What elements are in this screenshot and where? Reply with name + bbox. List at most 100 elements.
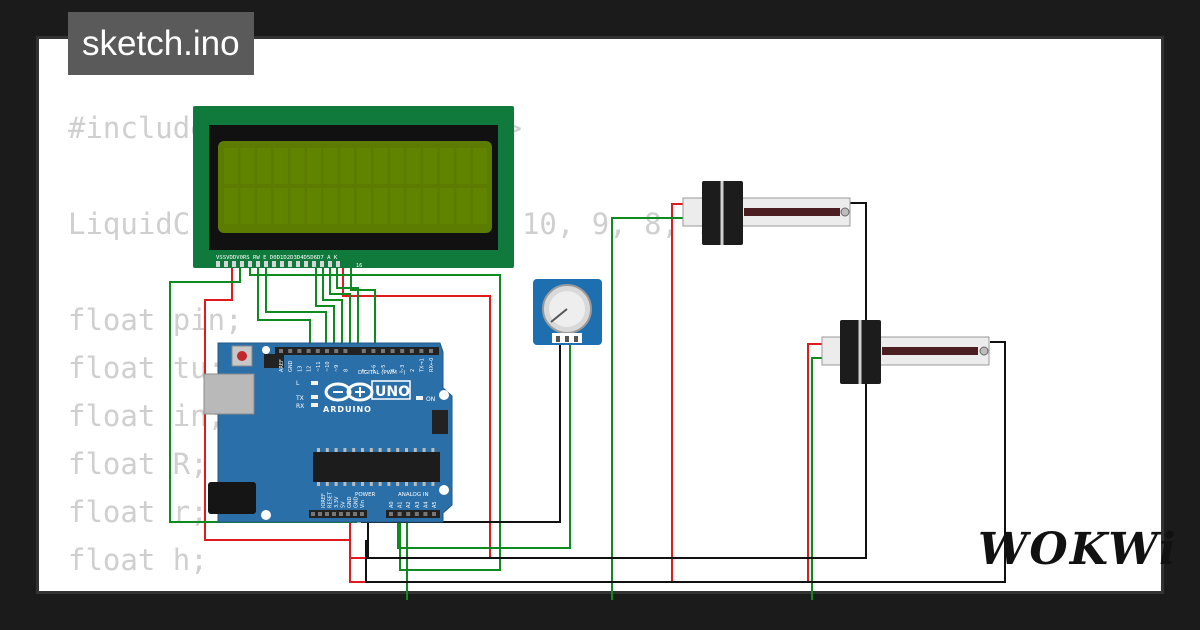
analog-pin-hole: [432, 512, 436, 516]
wire-red-lcd-vdd: [204, 265, 350, 541]
power-pin-hole: [311, 512, 315, 516]
lcd-char-cell: [273, 148, 288, 184]
chip-leg: [352, 448, 356, 452]
lcd-char-cell: [356, 188, 371, 224]
power-jack: [208, 482, 256, 514]
uno-badge: [371, 380, 411, 400]
reset-button-cap[interactable]: [237, 351, 247, 361]
lcd-char-cell: [423, 148, 438, 184]
digital-header: [275, 347, 439, 355]
code-line: float in;: [68, 399, 226, 433]
analog-pin-label: A2: [406, 501, 412, 508]
digital-pin-hole: [325, 349, 329, 353]
lcd-char-cell: [406, 188, 421, 224]
digital-pin-label: ~6: [371, 365, 377, 372]
chip-leg: [361, 482, 364, 486]
chip-leg: [422, 482, 426, 486]
power-pin-label: 3.3V: [334, 496, 340, 508]
lcd-char-cell: [240, 148, 255, 184]
chip-leg: [334, 482, 338, 486]
lcd-char-cell: [356, 148, 371, 184]
lcd-pin: [264, 261, 268, 267]
lcd-char-cell: [273, 188, 288, 224]
digital-pin-hole: [429, 349, 433, 353]
analog-pin-hole: [406, 512, 411, 516]
chip-leg: [378, 448, 382, 452]
chip-leg: [387, 482, 391, 486]
slide-potentiometer-2[interactable]: [821, 320, 990, 384]
chip-leg: [317, 448, 320, 452]
bottom-pin-holes: [311, 512, 436, 516]
lcd-char-cell: [473, 148, 487, 184]
rotary-potentiometer[interactable]: [533, 279, 602, 345]
analog-label: ANALOG IN: [398, 492, 429, 498]
arduino-brand: ARDUINO: [323, 405, 372, 414]
code-line: float pin;: [68, 303, 243, 337]
chip-leg: [422, 448, 426, 452]
digital-pin-label: 7: [362, 369, 368, 372]
digital-pin-label: ~10: [325, 361, 331, 372]
power-label: POWER: [355, 492, 376, 498]
analog-pin-hole: [423, 512, 428, 516]
wire-red-slider2: [672, 343, 838, 583]
chip-leg: [413, 448, 417, 452]
lcd-pin: [240, 261, 244, 267]
lcd-char-cell: [340, 148, 355, 184]
chip-legs: [317, 448, 435, 486]
chip-leg: [396, 482, 400, 486]
lcd-display[interactable]: VSSVDDV0RS RW E D0D1D2D3D4D5D6D7 A K 1 1…: [193, 106, 514, 269]
code-line: float tu;: [68, 351, 226, 385]
lcd-pin: [280, 261, 284, 267]
lcd-char-cell: [307, 148, 321, 184]
code-line: float f = (float)(X/Y);: [68, 584, 749, 594]
digital-pin-label: 2: [410, 369, 416, 372]
chip-leg: [431, 482, 435, 486]
lcd-char-cell: [439, 148, 454, 184]
analog-pin-label: A1: [398, 501, 404, 508]
mount-hole-3: [439, 485, 449, 495]
digital-pin-hole: [361, 349, 366, 353]
power-pin-label: GND: [354, 496, 360, 508]
wire-black-gnd-slider2: [365, 341, 1006, 583]
led-rx: [311, 403, 318, 407]
wire-green-slider2: [811, 357, 838, 600]
wokwi-logo: WOKWi: [978, 524, 1178, 575]
digital-pin-hole: [306, 349, 311, 353]
wire-green-pot-wiper: [397, 340, 571, 549]
lcd-pin-last: 16: [356, 263, 362, 269]
mount-hole-4: [262, 346, 270, 354]
chip-leg: [325, 482, 329, 486]
lcd-char-cell: [473, 188, 487, 224]
icsp-header: [432, 410, 448, 434]
slider-1-track: [744, 208, 840, 216]
lcd-char-cell: [456, 188, 471, 224]
slider-1-screw: [840, 207, 850, 217]
chip-leg: [343, 448, 347, 452]
chip-leg: [343, 482, 347, 486]
led-on: [416, 396, 423, 400]
wire-green-lcd-k: [350, 265, 376, 350]
lcd-char-cell: [390, 148, 404, 184]
digital-pin-label: AREF: [279, 359, 285, 372]
digital-label: DIGITAL (PWM ~): [358, 370, 405, 376]
lcd-pin: [336, 261, 340, 267]
digital-pin-label: ~3: [400, 365, 406, 372]
lcd-char-cell: [257, 148, 272, 184]
chip-leg: [378, 482, 382, 486]
wire-green-lcd-d6: [329, 265, 351, 350]
pot-pin: [565, 336, 569, 342]
usb-connector: [203, 373, 255, 415]
lcd-char-cell: [323, 148, 338, 184]
slider-2-track: [882, 347, 978, 355]
mount-hole-2: [439, 390, 449, 400]
digital-pin-hole: [343, 349, 348, 353]
wire-green-slider1: [611, 217, 700, 600]
slide-potentiometer-1[interactable]: [682, 181, 851, 245]
digital-pin-label: GND: [288, 360, 294, 372]
file-tab[interactable]: sketch.ino: [68, 12, 254, 75]
lcd-pin: [232, 261, 236, 267]
